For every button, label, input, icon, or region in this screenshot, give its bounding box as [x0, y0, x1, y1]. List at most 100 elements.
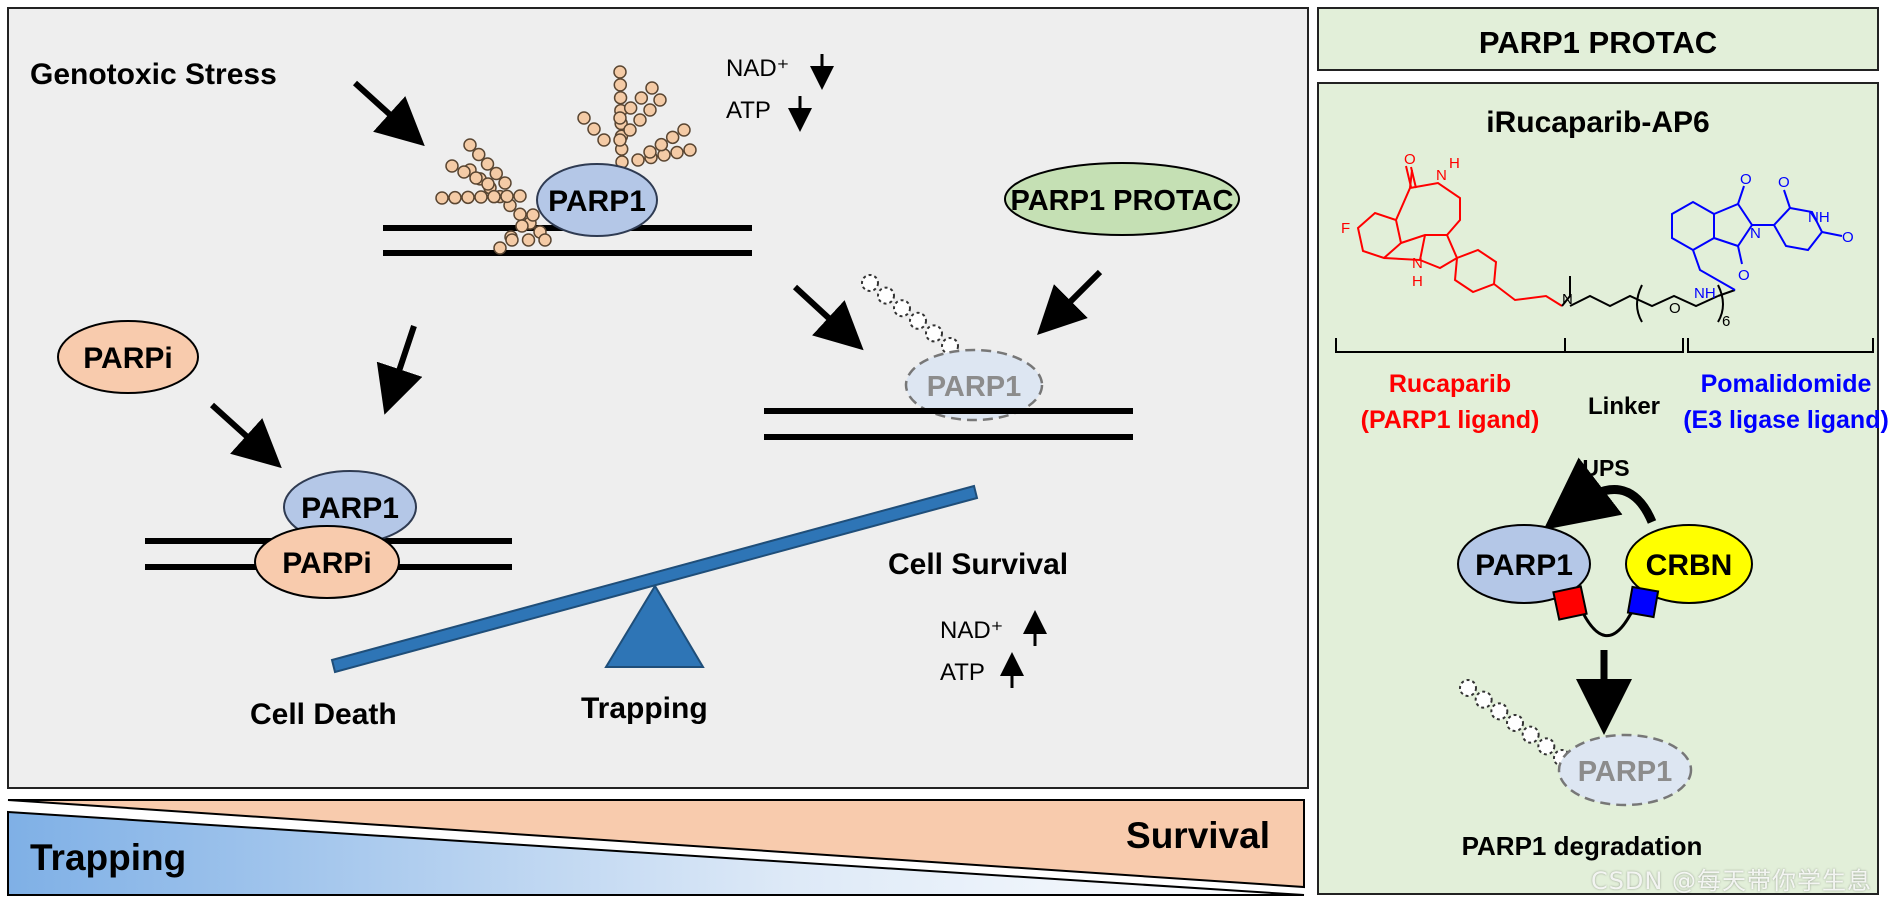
par-bead — [1521, 725, 1540, 744]
par-bead — [587, 122, 601, 136]
par-bead — [505, 233, 519, 247]
ups-curved-arrow — [1543, 457, 1657, 530]
parp1-degraded-left-ellipse — [904, 348, 1044, 422]
par-bead — [613, 111, 627, 125]
par-bead — [457, 165, 471, 179]
par-bead — [435, 191, 449, 205]
par-bead — [643, 145, 657, 159]
pomalidomide-warhead-square — [1626, 585, 1660, 619]
par-bead — [469, 171, 483, 185]
linker-label: Linker — [1588, 393, 1660, 420]
svg-text:O: O — [1738, 267, 1750, 284]
parp1-degraded-right-label: PARP1 — [1578, 756, 1673, 788]
watermark: CSDN @每天带你学生息 — [1590, 867, 1872, 895]
gradient-trapping-label: Trapping — [30, 837, 186, 878]
par-bead — [463, 138, 477, 152]
par-bead — [613, 65, 627, 79]
par-bead — [613, 78, 628, 92]
par-bead — [877, 286, 895, 305]
par-bead — [1474, 690, 1493, 709]
svg-text:N: N — [1412, 255, 1423, 272]
par-bead — [521, 233, 536, 247]
par-bead — [613, 133, 627, 147]
gradient-blue-wedge — [7, 810, 1305, 896]
rucaparib-label-1: Rucaparib — [1389, 370, 1511, 398]
par-bead — [493, 241, 507, 255]
par-bead — [1537, 737, 1556, 756]
par-bead — [631, 153, 645, 167]
parp1-protac-pill — [1004, 162, 1240, 236]
parpi-pill — [57, 320, 199, 394]
svg-text:H: H — [1449, 155, 1460, 172]
parylation-to-trapping-arrow — [376, 325, 423, 415]
svg-text:O: O — [1778, 174, 1790, 191]
gradient-orange-wedge — [7, 799, 1305, 889]
par-bead — [909, 311, 927, 330]
atp-decrease-label: ATP — [726, 97, 771, 124]
parpi-trapped-label: PARPi — [282, 547, 371, 580]
bracket-linker — [1564, 338, 1684, 353]
right-header-box — [1317, 7, 1879, 71]
linker-atoms: N O 6 — [1562, 291, 1730, 330]
nad-increase-label: NAD⁺ — [940, 617, 1003, 644]
par-bead — [515, 219, 529, 233]
svg-text:O: O — [1740, 171, 1752, 188]
atp-increase-label: ATP — [940, 659, 985, 686]
svg-text:H: H — [1412, 273, 1423, 290]
par-bead — [634, 91, 649, 105]
par-bead — [538, 233, 552, 247]
par-bead — [489, 166, 503, 181]
svg-text:O: O — [1669, 300, 1681, 317]
par-bead — [623, 123, 637, 137]
par-bead — [474, 190, 488, 204]
svg-text:F: F — [1341, 220, 1350, 237]
cell-death-label: Cell Death — [250, 698, 397, 731]
genotoxic-stress-label: Genotoxic Stress — [30, 58, 277, 91]
par-chains — [435, 65, 697, 255]
linker-structure — [1561, 276, 1736, 323]
parp1-top-label: PARP1 — [548, 185, 646, 218]
protac-arrow — [1037, 269, 1103, 335]
cell-survival-label: Cell Survival — [888, 548, 1068, 581]
svg-text:O: O — [1404, 151, 1416, 168]
dotted-chain-left — [861, 274, 959, 355]
parpi-pill-label: PARPi — [83, 342, 172, 375]
rucaparib-atoms: O N H F N H — [1341, 151, 1460, 290]
par-bead — [623, 101, 638, 115]
par-bead — [513, 207, 527, 222]
parpi-arrow — [209, 402, 282, 469]
parp1-degraded-right-ellipse — [1557, 733, 1693, 807]
trapping-label: Trapping — [581, 692, 708, 725]
par-bead — [925, 324, 943, 343]
rucaparib-structure — [1356, 165, 1563, 307]
par-bead — [1459, 679, 1477, 697]
par-bead — [677, 123, 691, 137]
parpi-trapped-ellipse — [254, 525, 400, 599]
par-bead — [480, 157, 495, 171]
par-bead — [448, 190, 462, 205]
par-bead — [513, 189, 527, 203]
seesaw-beam — [330, 484, 979, 674]
par-bead — [643, 103, 657, 117]
par-bead — [633, 113, 647, 127]
par-bead — [487, 189, 501, 204]
par-bead — [670, 145, 684, 160]
par-bead — [500, 189, 514, 204]
svg-text:NH: NH — [1808, 209, 1830, 226]
svg-text:N: N — [1436, 167, 1447, 184]
par-bead — [665, 130, 680, 145]
parp1-top-ellipse — [536, 163, 658, 237]
par-bead — [653, 93, 667, 107]
svg-text:6: 6 — [1722, 313, 1730, 330]
compound-name: iRucaparib-AP6 — [1486, 106, 1709, 139]
parp1-protac-label: PARP1 PROTAC — [1011, 185, 1234, 217]
par-bead — [577, 111, 591, 125]
par-bead — [481, 177, 495, 191]
stress-arrow — [352, 80, 425, 147]
nad-decrease-label: NAD⁺ — [726, 55, 789, 82]
pomalidomide-label-1: Pomalidomide — [1701, 370, 1872, 398]
pomalidomide-structure — [1671, 185, 1843, 291]
par-bead — [1490, 702, 1509, 721]
par-bead — [461, 190, 475, 205]
